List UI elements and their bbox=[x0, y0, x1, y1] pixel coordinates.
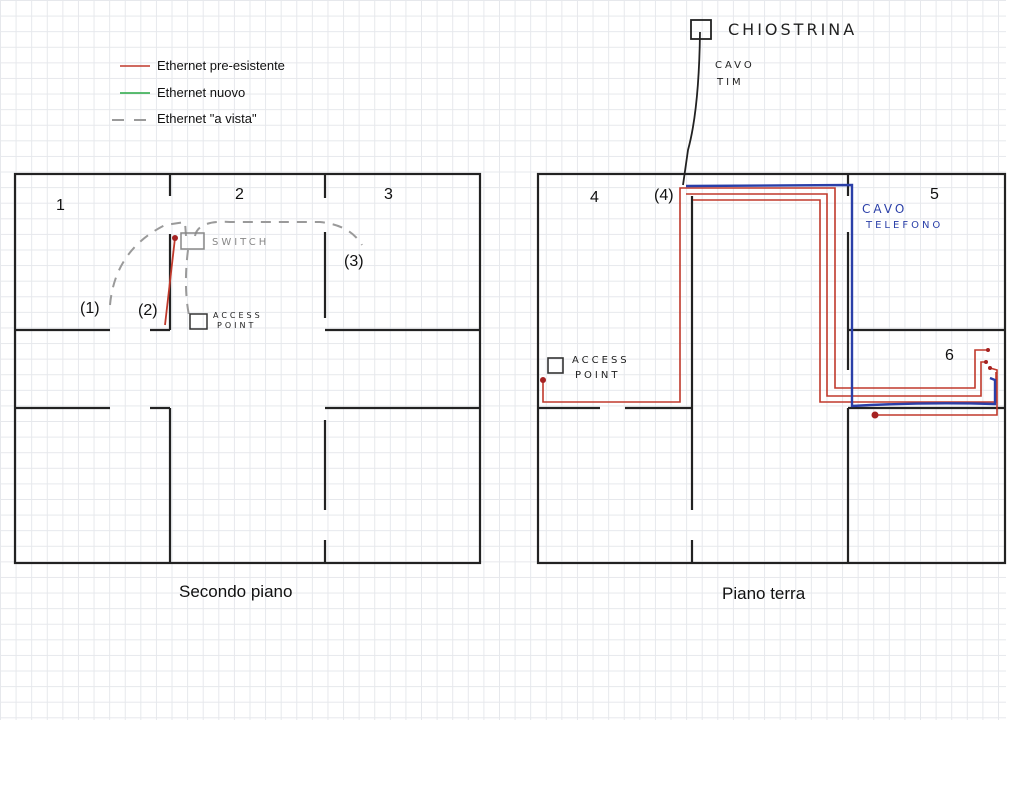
red-cable-endpoint bbox=[172, 235, 178, 241]
floor-title-secondo: Secondo piano bbox=[179, 582, 293, 601]
legend-label-visible: Ethernet "a vista" bbox=[157, 111, 257, 126]
room6-socket-endpoint bbox=[984, 360, 988, 364]
point-3-label: (3) bbox=[344, 253, 364, 270]
room-1-label: 1 bbox=[56, 197, 65, 214]
point-1-label: (1) bbox=[80, 300, 100, 317]
dashed-cables-secondo bbox=[109, 220, 363, 321]
point-2-label: (2) bbox=[138, 302, 158, 319]
ap-label-terra-2: POINT bbox=[575, 370, 621, 381]
chiostrina-box bbox=[690, 19, 712, 40]
chiostrina-label: CHIOSTRINA bbox=[728, 20, 858, 39]
ap-label-terra-1: ACCESS bbox=[572, 355, 630, 366]
ap-endpoint bbox=[540, 377, 546, 383]
tim-cable-label-2: TIM bbox=[717, 77, 744, 88]
legend-label-preexisting: Ethernet pre-esistente bbox=[157, 58, 285, 73]
tim-cable-label-1: CAVO bbox=[715, 60, 755, 71]
floor-title-terra: Piano terra bbox=[722, 584, 806, 603]
tim-cable bbox=[682, 31, 701, 186]
walls-secondo-piano bbox=[13, 172, 482, 565]
room6-socket-endpoint bbox=[988, 366, 992, 370]
room-4-label: 4 bbox=[590, 189, 599, 206]
ap-label-secondo-2: POINT bbox=[217, 321, 257, 330]
walls-piano-terra bbox=[536, 172, 1007, 565]
room6-endpoint bbox=[871, 411, 879, 419]
graph-paper-grid bbox=[0, 0, 1006, 720]
room-3-label: 3 bbox=[384, 186, 393, 203]
ap-label-secondo-1: ACCESS bbox=[213, 311, 263, 320]
switch-box bbox=[180, 232, 205, 250]
switch-label: SWITCH bbox=[212, 237, 270, 248]
access-point-box-terra bbox=[547, 357, 564, 374]
phone-cable-label-1: CAVO bbox=[862, 202, 908, 216]
blue-phone-cable bbox=[685, 183, 997, 408]
room-2-label: 2 bbox=[235, 186, 244, 203]
phone-cable-label-2: TELEFONO bbox=[866, 220, 944, 231]
legend-label-new: Ethernet nuovo bbox=[157, 85, 246, 100]
room-5-label: 5 bbox=[930, 186, 939, 203]
room-6-label: 6 bbox=[945, 347, 954, 364]
room6-socket-endpoint bbox=[986, 348, 990, 352]
point-4-label: (4) bbox=[654, 187, 674, 204]
access-point-box-secondo bbox=[189, 313, 208, 330]
red-cable-2 bbox=[164, 237, 176, 326]
